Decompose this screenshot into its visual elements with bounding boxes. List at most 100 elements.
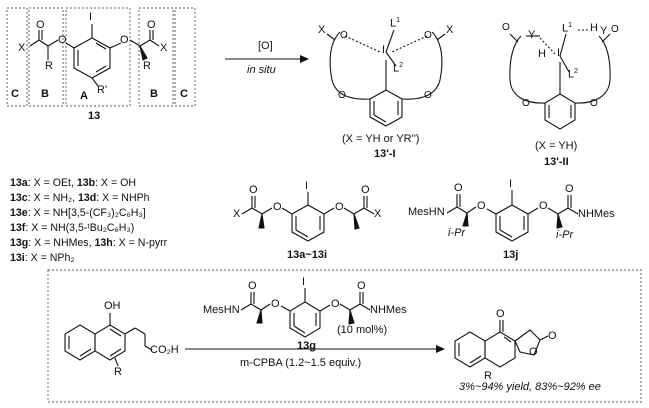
atom-h-left-13-II: H (538, 48, 546, 60)
compound-13j-structure (446, 190, 579, 242)
region-label-a: A (80, 90, 88, 102)
reaction-box-border (47, 269, 642, 403)
atom-x-right-13-I: X (446, 24, 454, 36)
atom-o-left-13-II: O (502, 22, 510, 33)
intermediate-13-I-structure (326, 29, 446, 127)
atom-o-left-13j: O (477, 200, 486, 212)
region-boxes (6, 7, 196, 107)
compound-list-line: 13e: X = NH[3,5-(CF₃)₂C₆H₃] (10, 207, 146, 219)
compound-13j-label: 13j (503, 249, 519, 261)
region-box-c-left (6, 7, 28, 107)
atom-o-carbonyl-right-13j: O (565, 183, 574, 195)
oxidant-condition: m-CPBA (1.2~1.5 equiv.) (240, 357, 362, 369)
region-label-c-left: C (11, 88, 19, 100)
ring-13 (29, 24, 160, 87)
atom-o-carbonyl-right-catalyst: O (357, 280, 366, 292)
atom-i-13-I: I (382, 44, 386, 56)
atom-y-left-13-II: Y (528, 29, 536, 41)
ligand-l2-13-I: L2 (393, 62, 404, 75)
atom-r-prime-13: R' (97, 84, 108, 96)
generic-13a-13i-label: 13a~13i (287, 249, 328, 261)
atom-o-right-13-II: O (611, 24, 619, 35)
atom-x-right-generic: X (374, 208, 382, 220)
atom-i-13-II: I (557, 47, 561, 59)
atom-o-ring-left-13-II: O (522, 98, 530, 109)
spirolactone-product-structure (454, 320, 549, 368)
compound-list-line: 13g: X = NHMes, 13h: X = N-pyrr (10, 237, 168, 249)
atom-o-carbonyl-left-13: O (36, 19, 45, 31)
ipr-left-13j: i-Pr (448, 227, 466, 239)
region-box-b-right (138, 7, 174, 107)
atom-o-carbonyl-left-catalyst: O (248, 280, 257, 292)
region-label-b-left: B (41, 88, 49, 100)
substituent-oh: OH (104, 300, 121, 312)
atom-o-left-catalyst: O (271, 298, 280, 310)
atom-o-right-13-I: O (424, 30, 432, 41)
atom-o-ring-right-13-II: O (590, 98, 598, 109)
atom-r-right-13: R (143, 60, 151, 72)
region-label-c-right: C (180, 88, 188, 100)
mes-hn-catalyst: MesHN (203, 304, 240, 316)
atom-i-generic: I (305, 180, 309, 192)
ipr-right-13j: i-Pr (556, 229, 574, 241)
atom-x-left-generic: X (233, 208, 241, 220)
atom-r-left-13: R (45, 60, 53, 72)
atom-o-carbonyl-left-generic: O (249, 184, 258, 196)
compound-list-line: 13i: X = NPh₂ (10, 252, 75, 264)
compound-13-label: 13 (88, 110, 101, 122)
substituent-co2h: CO₂H (150, 344, 179, 356)
atom-o-ring-left-13-I: O (338, 90, 346, 101)
atom-o-right-13j: O (539, 200, 548, 212)
arrow-condition-in-situ: in situ (247, 64, 276, 76)
catalyst-loading: (10 mol%) (337, 324, 388, 336)
atom-x-left-13: X (18, 42, 26, 54)
region-box-c-right (174, 7, 196, 107)
atom-i-13: I (89, 11, 93, 23)
arrow-reagent-oxidant: [O] (258, 40, 273, 52)
atom-o-right-catalyst: O (331, 298, 340, 310)
intermediate-13-I-note: (X = YH or YR'') (342, 133, 420, 145)
atom-o-left-generic: O (273, 201, 282, 213)
compound-list-line: 13a: X = OEt, 13b: X = OH (10, 177, 137, 189)
intermediate-13-II-note: (X = YH) (535, 140, 578, 152)
atom-o-left-13-I: O (340, 30, 348, 41)
nhmes-13j: NHMes (578, 208, 615, 220)
region-label-b-right: B (150, 88, 158, 100)
region-box-b-left (28, 7, 64, 107)
product-lactone-ring-o: O (529, 346, 538, 358)
atom-i-13j: I (509, 178, 513, 190)
ligand-l1-13-I: L1 (390, 17, 401, 30)
product-ketone-o: O (496, 308, 505, 320)
substituent-r-product: R (484, 370, 492, 382)
ligand-l2-13-II: L2 (568, 68, 579, 81)
catalyst-13g-structure (240, 288, 371, 338)
mes-hn-13j: MesHN (408, 206, 445, 218)
intermediate-13-I-label: 13'-I (374, 148, 396, 160)
naphthol-substrate-structure (64, 313, 153, 367)
compound-list-line: 13f: X = NH(3,5-ᵗBu₂C₆H₃) (10, 222, 135, 234)
atom-o-carbonyl-right-13: O (147, 19, 156, 31)
atom-o-right-13: O (120, 34, 129, 46)
atom-o-carbonyl-right-generic: O (361, 184, 370, 196)
intermediate-13-II-label: 13'-II (544, 156, 569, 168)
atom-o-left-13: O (58, 34, 67, 46)
substituent-r-substrate: R (114, 366, 122, 378)
atom-x-left-13-I: X (318, 24, 326, 36)
atom-h-right-13-II: H (590, 22, 598, 34)
product-lactone-carbonyl-o: O (548, 330, 557, 342)
generic-13a-13i-structure (241, 192, 375, 242)
atom-x-right-13: X (160, 42, 168, 54)
atom-y-right-13-II: Y (600, 25, 608, 37)
atom-o-ring-right-13-I: O (424, 90, 432, 101)
region-box-a (65, 7, 131, 107)
nhmes-catalyst: NHMes (370, 304, 407, 316)
atom-o-right-generic: O (335, 201, 344, 213)
atom-i-catalyst: I (302, 276, 306, 288)
compound-list-line: 13c: X = NH₂, 13d: X = NHPh (10, 192, 150, 204)
reaction-result: 3%~94% yield, 83%~92% ee (459, 381, 601, 393)
ligand-l1-13-II: L1 (562, 22, 573, 35)
catalyst-label: 13g (297, 340, 316, 352)
intermediate-13-II-structure (509, 29, 611, 130)
atom-o-carbonyl-left-13j: O (454, 182, 463, 194)
